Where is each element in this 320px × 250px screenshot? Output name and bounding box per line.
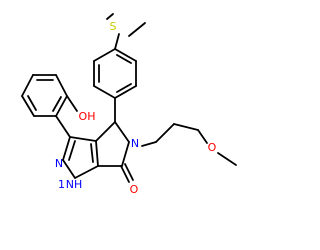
bond-ring2-b-double: [27, 95, 37, 111]
bond-chain1-chain2: [155, 123, 175, 143]
bond-c6a-c3a-double: [90, 143, 94, 163]
bond-ring1-c-double: [116, 83, 132, 93]
bond-c3a-c4: [95, 121, 116, 142]
bond-chain3-o: [197, 129, 208, 144]
bond-chain2-chain3: [173, 123, 199, 131]
bond-n2-n1: [62, 159, 76, 179]
bond-n5-chain1: [141, 141, 157, 147]
bond-s-methyl-tip: [106, 13, 114, 20]
ether-oxygen-label: O: [208, 141, 217, 154]
pyrazole-nh-label: NH: [66, 178, 83, 191]
lactam-nitrogen-label: N: [131, 137, 139, 150]
bond-carbonyl-a: [120, 165, 130, 183]
bond-c3-n2: [62, 136, 71, 161]
bond-c3-aryl2: [55, 115, 71, 138]
bond-ring2-f-double: [52, 96, 62, 112]
pyrazole-nh-prefix-label: 1: [58, 178, 65, 191]
bond-c3-n2-double: [68, 140, 76, 161]
lactam-oxygen-label: O: [130, 183, 139, 196]
molecule-structure: S OH N O N 1 NH O: [21, 13, 237, 196]
bond-ring2-f: [55, 95, 68, 117]
bond-c6a-c3a: [95, 140, 99, 167]
bond-carbonyl-b: [124, 163, 134, 181]
bond-s-aryl: [114, 33, 120, 50]
bond-ring2-c: [21, 74, 34, 97]
atom-label-layer: S OH N O N 1 NH O: [55, 20, 217, 196]
pyrazole-n2-label: N: [55, 157, 63, 170]
bond-n1-c6a: [74, 165, 99, 179]
bond-c4-n5: [114, 121, 130, 143]
phenol-oxygen-label: OH: [79, 110, 96, 123]
bond-ring2-e: [55, 74, 68, 97]
bond-c3a-c3: [69, 136, 97, 142]
bond-phenol-co: [66, 95, 78, 112]
bond-layer: [21, 13, 237, 183]
bond-ring1-d: [93, 85, 116, 99]
sulfur-label: S: [110, 20, 117, 33]
bond-ring1-a: [114, 48, 137, 62]
bond-s-methyl: [128, 22, 146, 37]
bond-o-methyl: [217, 152, 237, 166]
bond-ring2-b: [21, 95, 35, 117]
bond-ring1-f: [93, 48, 116, 62]
bond-ring1-c: [114, 85, 137, 99]
bond-ring1-a-double: [116, 54, 132, 64]
bond-n5-c6: [121, 141, 130, 167]
